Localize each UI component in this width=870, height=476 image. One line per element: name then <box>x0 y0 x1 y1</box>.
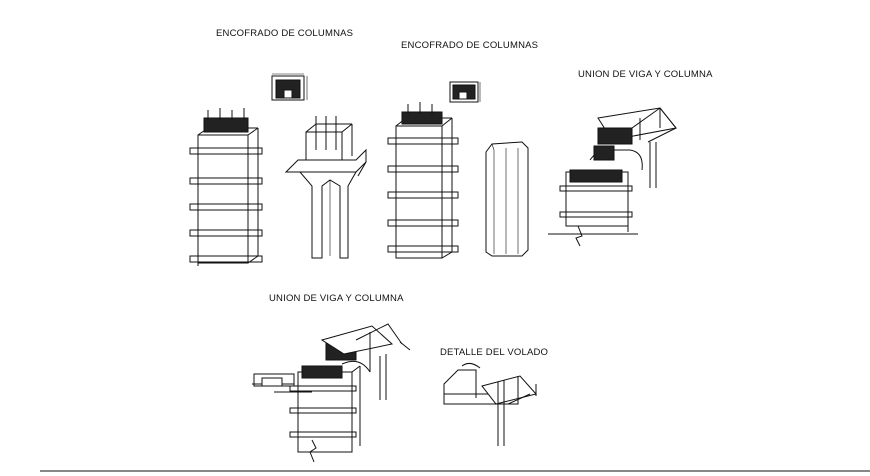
title-encofrado-columnas-1: ENCOFRADO DE COLUMNAS <box>216 28 354 39</box>
title-encofrado-columnas-2: ENCOFRADO DE COLUMNAS <box>401 40 539 51</box>
title-detalle-volado: DETALLE DEL VOLADO <box>440 347 549 358</box>
plan-detail-2 <box>449 81 481 103</box>
cantilever-detail <box>443 362 537 446</box>
title-union-viga-columna-2: UNION DE VIGA Y COLUMNA <box>269 293 404 304</box>
beam-column-union-2 <box>252 323 411 463</box>
column-element-2 <box>485 141 529 257</box>
beam-column-union-1 <box>548 107 677 247</box>
column-formwork-1 <box>189 108 263 266</box>
column-formwork-2 <box>387 102 459 259</box>
title-union-viga-columna-1: UNION DE VIGA Y COLUMNA <box>578 69 713 80</box>
column-capital-1 <box>284 116 367 259</box>
plan-detail-1 <box>271 73 308 101</box>
